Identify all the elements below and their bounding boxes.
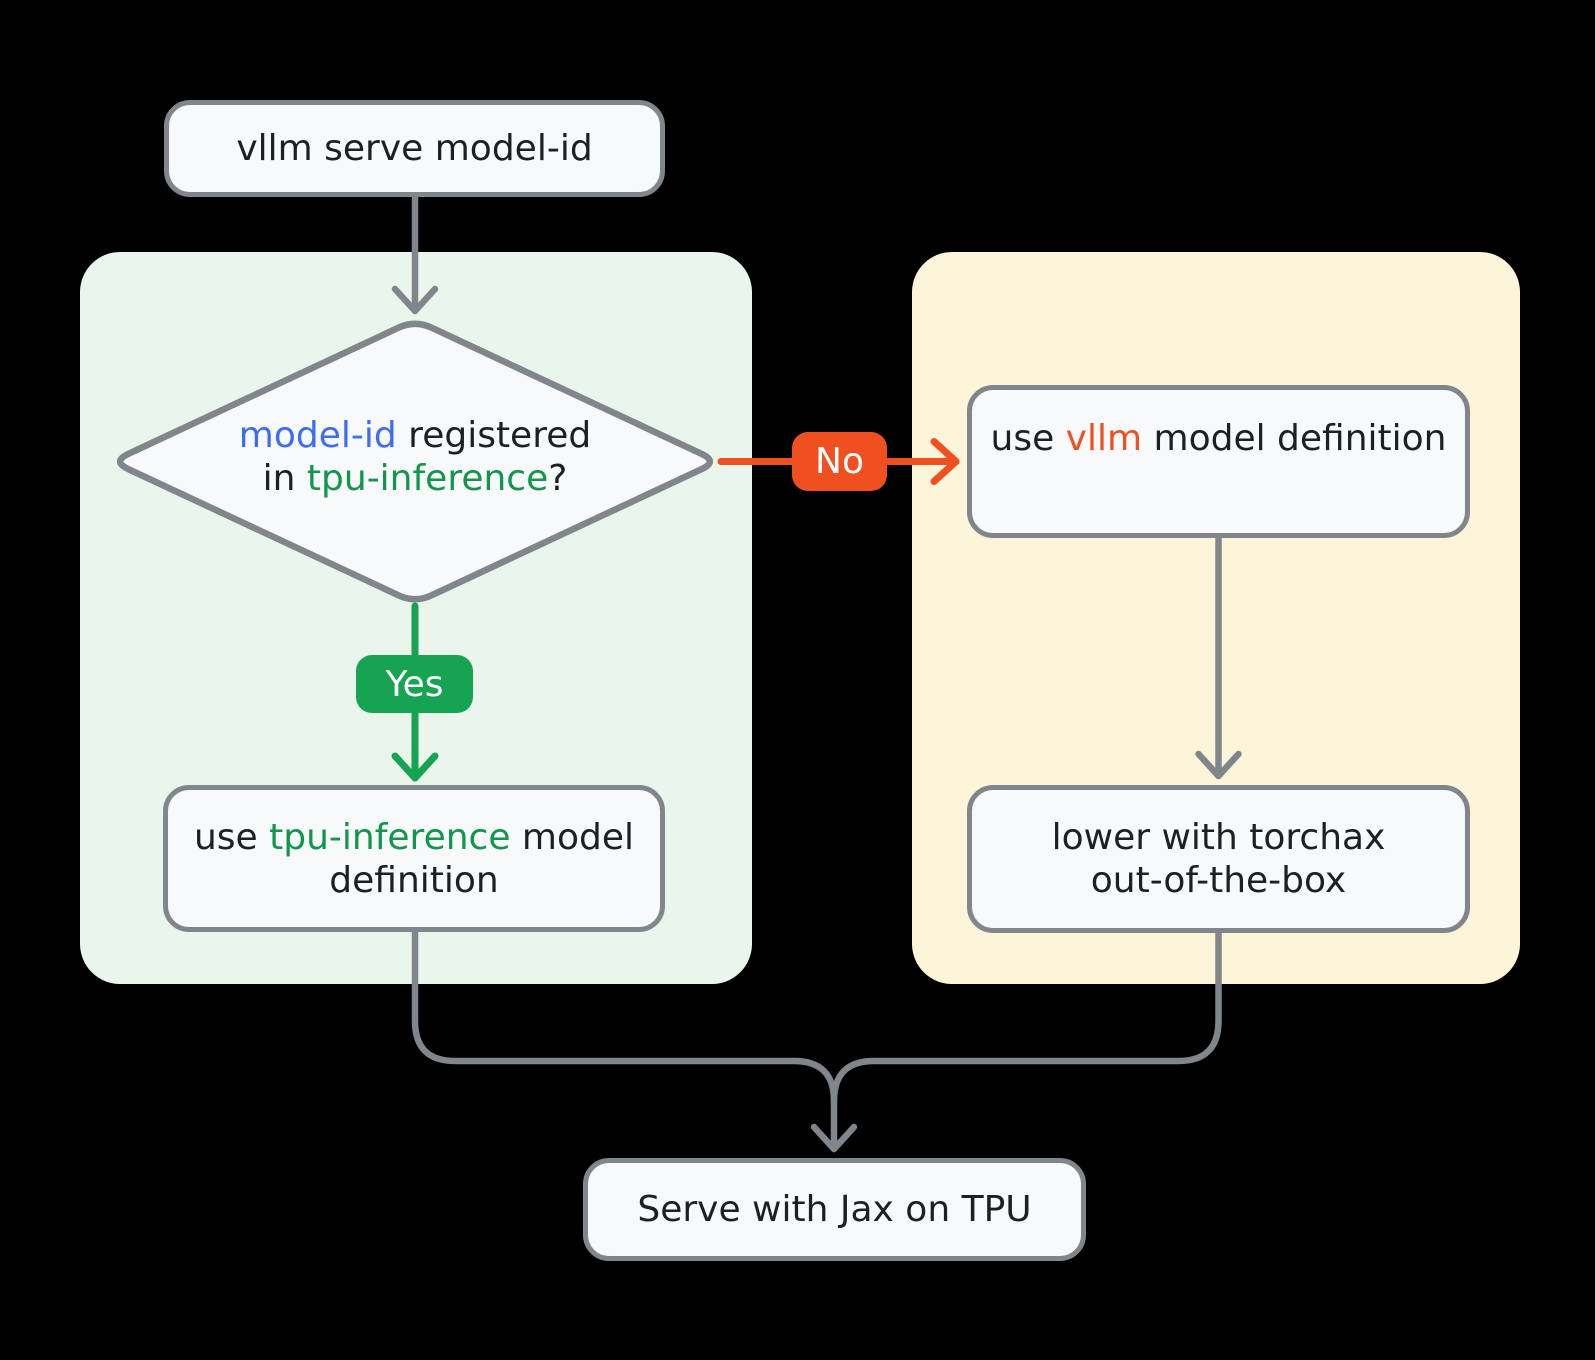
- decision-question-mark: ?: [548, 458, 568, 499]
- start-node: vllm serve model-id: [164, 100, 665, 197]
- decision-line-2: in tpu-inference?: [115, 457, 715, 500]
- use-vllm-model-definition-text: model definition: [1142, 418, 1447, 459]
- start-node-label: vllm serve model-id: [236, 128, 593, 169]
- serve-node-label: Serve with Jax on TPU: [637, 1189, 1032, 1230]
- torchax-line-1: lower with torchax: [1051, 817, 1386, 858]
- use-tpu-line-2: definition: [329, 859, 499, 901]
- yes-edge-label: Yes: [356, 655, 473, 713]
- decision-line-1: model-id registered: [115, 414, 715, 457]
- decision-model-id-text: model-id: [238, 415, 397, 456]
- use-tpu-line-1: use tpu-inference model: [194, 816, 634, 859]
- serve-node: Serve with Jax on TPU: [583, 1158, 1086, 1261]
- decision-in-text: in: [262, 458, 307, 499]
- decision-tpu-inference-text: tpu-inference: [306, 458, 549, 499]
- use-tpu-use-text: use: [193, 816, 270, 858]
- decision-registered-text: registered: [396, 415, 592, 456]
- use-tpu-tpu-inference-text: tpu-inference: [269, 816, 511, 858]
- yes-edge-label-text: Yes: [385, 663, 444, 705]
- no-edge-label: No: [792, 432, 887, 491]
- use-tpu-model-text: model: [510, 816, 635, 858]
- use-vllm-node: use vllm model definition: [967, 385, 1470, 538]
- decision-node-label: model-id registered in tpu-inference?: [115, 414, 715, 500]
- arrow-vllm-to-torchax: [1195, 534, 1242, 780]
- torchax-node: lower with torchax out-of-the-box: [967, 785, 1470, 933]
- use-tpu-inference-node: use tpu-inference model definition: [163, 785, 665, 932]
- arrow-merge-to-serve: [411, 928, 1222, 1153]
- decision-diamond-shape: [117, 320, 713, 603]
- use-vllm-vllm-text: vllm: [1065, 418, 1143, 459]
- arrow-start-to-decision: [391, 193, 439, 315]
- no-edge-label-text: No: [815, 441, 864, 482]
- use-vllm-line: use vllm model definition: [991, 417, 1447, 460]
- use-vllm-use-text: use: [990, 418, 1066, 459]
- torchax-line-2: out-of-the-box: [1090, 860, 1347, 901]
